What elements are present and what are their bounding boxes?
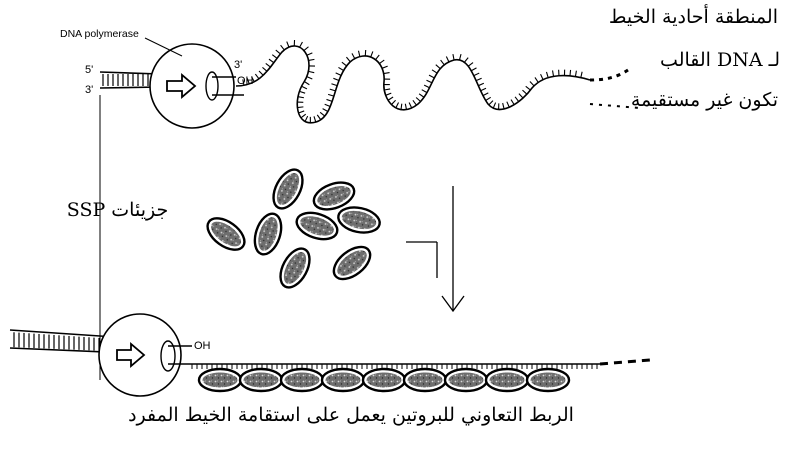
ssp-molecule [486,369,528,391]
five-prime-label: 5' [85,64,93,76]
ssp-molecule [240,369,282,391]
ssp-molecule [445,369,487,391]
free-ssp-molecules [202,165,382,292]
ssp-molecule [281,369,323,391]
template-base-ticks [243,40,582,123]
region-label-line2: لـ DNA القالب [660,49,780,71]
ssp-molecule [328,241,376,286]
caption: الربط التعاوني للبروتين يعمل على استقامة… [96,404,606,426]
ssp-molecule [336,204,382,236]
ssp-molecule [268,165,309,213]
ssp-molecule [293,208,340,244]
ssp-molecule [202,212,250,256]
oh-top-label: OH [237,75,254,87]
ssp-molecule [404,369,446,391]
region-label-line1: المنطقة أحادية الخيط [609,6,778,28]
straightened-strand-dashed [600,360,650,364]
single-strand-template-wavy [236,46,590,123]
oh-bottom-label: OH [194,340,211,352]
top-polymerase [150,44,244,128]
polymerase-label: DNA polymerase [60,28,139,40]
bound-ssp-molecules [199,369,569,391]
process-arrow [406,186,464,311]
ssp-molecules-label: جزيئات SSP [60,199,175,221]
ssp-molecule [527,369,569,391]
bottom-polymerase [99,314,192,396]
ssp-molecule [250,210,286,257]
three-prime-top-label: 3' [234,59,242,71]
template-strand-continuation [590,70,628,80]
ssp-molecule [363,369,405,391]
three-prime-left-label: 3' [85,84,93,96]
ssp-molecule [275,244,316,292]
region-label-line3: تكون غير مستقيمة [631,89,778,111]
ssp-molecule [199,369,241,391]
ssp-molecule [322,369,364,391]
